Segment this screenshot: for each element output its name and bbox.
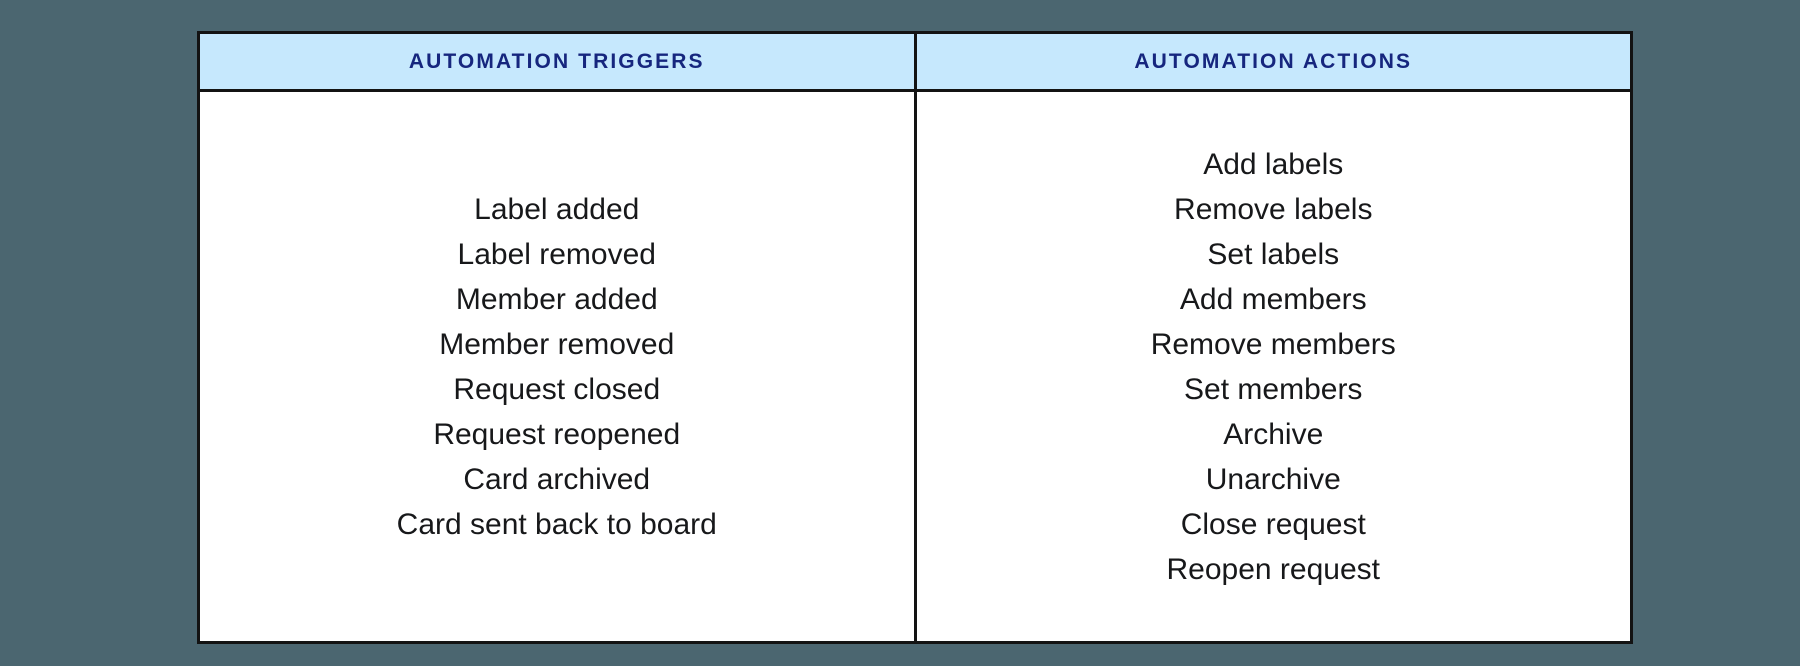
list-item: Add members: [1179, 282, 1367, 316]
list-item: Member added: [455, 282, 658, 316]
list-item: Unarchive: [1205, 462, 1341, 496]
column-header-automation-triggers: AUTOMATION TRIGGERS: [198, 32, 917, 92]
list-item: Remove members: [1150, 327, 1396, 361]
automation-triggers-list: Label added Label removed Member added M…: [200, 187, 914, 547]
list-item: Request reopened: [433, 417, 681, 451]
list-item: Label removed: [457, 237, 656, 271]
list-item: Close request: [1180, 507, 1366, 541]
list-item: Card archived: [463, 462, 651, 496]
table-row: Label added Label removed Member added M…: [198, 90, 1632, 643]
list-item: Card sent back to board: [396, 507, 717, 541]
column-header-automation-actions: AUTOMATION ACTIONS: [915, 32, 1632, 92]
automation-actions-list: Add labels Remove labels Set labels Add …: [917, 142, 1631, 592]
cell-automation-triggers: Label added Label removed Member added M…: [198, 90, 917, 643]
list-item: Label added: [474, 192, 640, 226]
automation-table: AUTOMATION TRIGGERS AUTOMATION ACTIONS L…: [197, 31, 1633, 644]
table-header: AUTOMATION TRIGGERS AUTOMATION ACTIONS: [198, 32, 1632, 92]
list-item: Request closed: [453, 372, 661, 406]
table-body: Label added Label removed Member added M…: [198, 90, 1632, 643]
list-item: Add labels: [1203, 147, 1344, 181]
list-item: Archive: [1223, 417, 1324, 451]
cell-automation-actions: Add labels Remove labels Set labels Add …: [915, 90, 1632, 643]
table-header-row: AUTOMATION TRIGGERS AUTOMATION ACTIONS: [198, 32, 1632, 92]
list-item: Member removed: [439, 327, 675, 361]
automation-table-wrapper: AUTOMATION TRIGGERS AUTOMATION ACTIONS L…: [197, 31, 1633, 644]
list-item: Reopen request: [1166, 552, 1381, 586]
list-item: Remove labels: [1174, 192, 1373, 226]
list-item: Set members: [1184, 372, 1363, 406]
list-item: Set labels: [1207, 237, 1340, 271]
